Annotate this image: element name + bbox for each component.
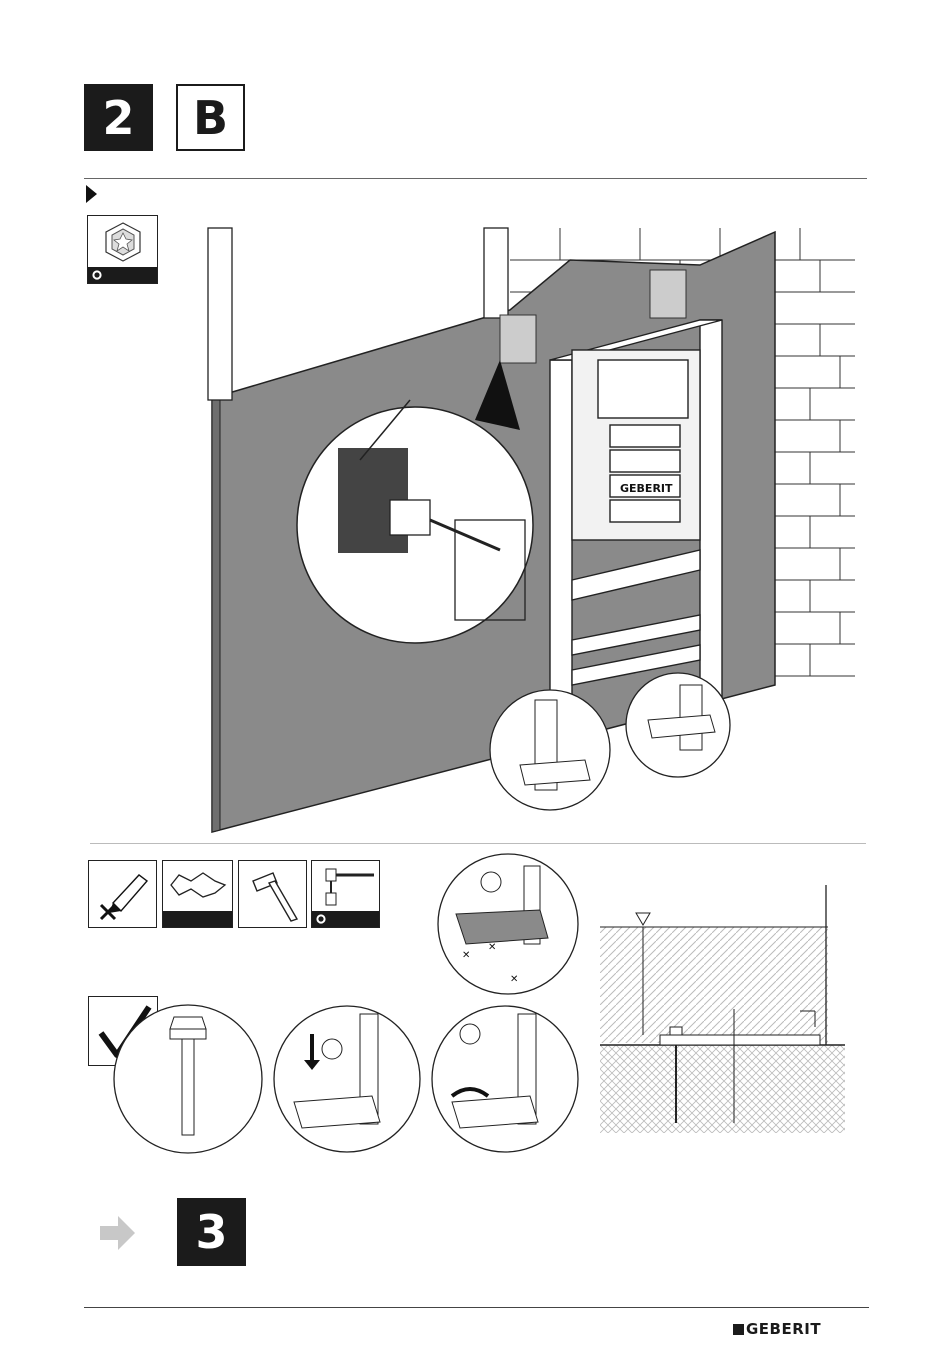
main-installation-illustration: GEBERIT bbox=[200, 220, 860, 840]
step-number-box: 2 bbox=[84, 84, 153, 151]
tool-band bbox=[312, 911, 379, 927]
variant-letter-box: B bbox=[176, 84, 245, 151]
drill-bit-icon bbox=[169, 871, 227, 901]
anchor-bolt-circle bbox=[112, 1003, 264, 1155]
tool-band bbox=[163, 911, 232, 927]
pencil-mark-icon bbox=[95, 869, 151, 923]
bolt-insert-circle bbox=[272, 1004, 422, 1154]
drill-bit-tool-box bbox=[162, 860, 233, 928]
hammer-tool-box bbox=[238, 860, 307, 928]
step-number: 2 bbox=[102, 91, 134, 145]
play-triangle-icon bbox=[86, 185, 98, 203]
svg-text:✕: ✕ bbox=[510, 974, 518, 985]
hammer-icon bbox=[249, 869, 299, 923]
torx-tool-icon-box bbox=[87, 215, 158, 284]
torx-bit-icon bbox=[102, 221, 144, 263]
arrow-right-icon bbox=[100, 1216, 136, 1250]
bolt-tighten-circle bbox=[430, 1004, 580, 1154]
logo-square bbox=[733, 1324, 744, 1335]
top-divider bbox=[84, 178, 867, 179]
middle-divider bbox=[90, 843, 866, 844]
next-step-box: 3 bbox=[177, 1198, 246, 1266]
marking-detail-circle: ✕ ✕ ✕ bbox=[436, 852, 580, 996]
next-step-number: 3 bbox=[195, 1205, 227, 1259]
bottom-divider bbox=[84, 1307, 869, 1308]
svg-text:✕: ✕ bbox=[488, 942, 496, 953]
tool-band bbox=[88, 267, 157, 283]
variant-letter: B bbox=[193, 91, 228, 145]
pencil-tool-box bbox=[88, 860, 157, 928]
svg-text:✕: ✕ bbox=[462, 950, 470, 961]
frame-brand-label: GEBERIT bbox=[620, 482, 673, 495]
logo-text: GEBERIT bbox=[746, 1320, 821, 1338]
socket-wrench-icon bbox=[318, 865, 376, 909]
anchor-section-diagram bbox=[600, 885, 850, 1135]
socket-wrench-tool-box bbox=[311, 860, 380, 928]
footer-logo: GEBERIT bbox=[733, 1320, 821, 1338]
